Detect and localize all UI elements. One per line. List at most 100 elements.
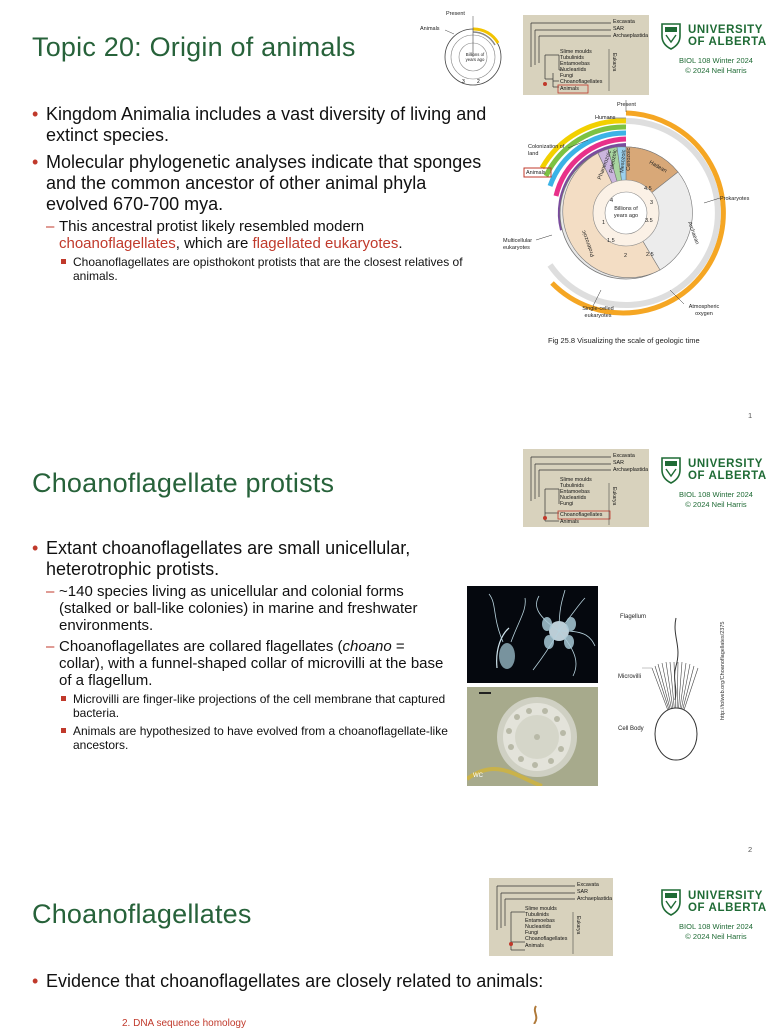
clock-prokaryotes: Prokaryotes [720,196,750,202]
tree-label-slime: Slime moulds [525,906,557,912]
tree-label-eukarya: Eukarya [575,916,581,935]
clock-present: Present [617,102,636,108]
university-logo: UNIVERSITY OF ALBERTA BIOL 108 Winter 20… [660,888,768,941]
clock-atmospheric: Atmospheric oxygen [688,304,720,317]
small-clock-present: Present [446,11,465,17]
course-copyright: © 2024 Neil Harris [685,932,747,941]
course-name: BIOL 108 Winter 2024 [679,922,753,931]
course-name: BIOL 108 Winter 2024 [679,490,753,499]
colony-sphere-graphic [467,687,598,786]
svg-text:3: 3 [462,79,465,85]
tree-label-tubulinids: Tubulinids [525,912,549,918]
slide2-bullets: Extant choanoflagellates are small unice… [32,538,452,758]
bullet: Extant choanoflagellates are small unice… [32,538,452,752]
logo-of-alberta: OF ALBERTA [688,470,767,482]
tree-label-excavata: Excavata [613,453,635,459]
tree-label-fungi: Fungi [525,930,539,936]
sub-bullets: This ancestral protist likely resembled … [46,218,487,283]
tree-label-tubulinids: Tubulinids [560,483,584,489]
colony-graphic [488,589,596,677]
slide3-bullets: Evidence that choanoflagellates are clos… [32,971,672,998]
diagram-credit: http://tolweb.org/Choanoflagellates/2375 [720,621,726,720]
tree-label-eukarya: Eukarya [611,53,617,72]
tree-label-slime: Slime moulds [560,49,592,55]
svg-text:2: 2 [477,79,480,85]
tree-label-archaeplastida: Archaeplastida [613,467,649,473]
tree-label-choano: Choanoflagellates [560,79,603,85]
choanoflagellate-photo-colony: WC [467,687,598,786]
slide1-bullets: Kingdom Animalia includes a vast diversi… [32,104,487,289]
tree-lines [530,456,611,525]
term-choano: choano [342,638,392,655]
bullet: Kingdom Animalia includes a vast diversi… [32,104,487,146]
logo-of-alberta: OF ALBERTA [688,36,767,48]
small-clock-graphic: 3 2 [444,16,502,86]
sub-sub-bullet: Microvilli are finger-like projections o… [59,692,452,720]
clock-single-celled: Single-celled eukaryotes [582,306,614,319]
slide-1: Topic 20: Origin of animals 3 2 Present … [0,0,768,430]
diagram-flagellum: Flagellum [620,614,647,620]
tree-label-animals: Animals [560,86,579,92]
bullet-text: Kingdom Animalia includes a vast diversi… [46,104,487,145]
tree-label-sar: SAR [613,26,624,32]
eon-cenozoic: Cenozoic [626,147,633,171]
tick-label: 3 [650,200,654,206]
tree-label-choano: Choanoflagellates [560,512,603,518]
tree-label-fungi: Fungi [560,501,574,507]
phylogeny-tree-thumbnail: Excavata SAR Archaeplastida Slime moulds… [523,15,649,95]
tree-label-entamoebas: Entamoebas [560,61,590,67]
slide-3: Choanoflagellates Excavata SAR Archaepla… [0,860,768,1029]
sub-bullet: Choanoflagellates are collared flagellat… [46,638,452,752]
tick-label: 1.5 [607,238,615,244]
clock-multicellular: Multicellular eukaryotes [503,238,533,251]
tree-label-fungi: Fungi [560,73,574,79]
clock-humans: Humans [595,115,616,121]
tree-label-tubulinids: Tubulinids [560,55,584,61]
sub-sub-bullet: Choanoflagellates are opisthokont protis… [59,255,487,283]
page-number: 1 [748,411,753,420]
clock-animals: Animals [526,170,546,176]
course-copyright: © 2024 Neil Harris [685,500,747,509]
sub-bullet: ~140 species living as unicellular and c… [46,583,452,634]
sub-sub-bullet: Animals are hypothesized to have evolved… [59,724,452,752]
tree-lines [530,22,611,94]
choanoflagellate-diagram: Flagellum Microvilli Cell Body [612,614,730,766]
slide-2: Choanoflagellate protists Excavata SAR A [0,430,768,860]
crest-icon [661,457,681,484]
clock-colonization: Colonization of land [528,144,565,157]
sub-bullets: ~140 species living as unicellular and c… [46,583,452,752]
organism-sketch-icon [533,1005,538,1024]
logo-of-alberta: OF ALBERTA [688,902,767,914]
tree-label-sar: SAR [613,460,624,466]
geologic-clock-figure: Present Humans Colonization of land Anim… [498,100,760,330]
term-choanoflagellates: choanoflagellates [59,235,176,252]
geologic-clock [523,100,726,316]
slide-title: Choanoflagellate protists [32,468,335,498]
logo-university: UNIVERSITY [688,458,764,470]
logo-university: UNIVERSITY [688,890,764,902]
tree-label-slime: Slime moulds [560,477,592,483]
tick-label: 3.5 [645,218,653,224]
diagram-microvilli: Microvilli [618,674,641,680]
term-flagellated-eukaryotes: flagellated eukaryotes [252,235,399,252]
tree-label-nucleariids: Nucleariids [525,924,552,930]
tree-label-entamoebas: Entamoebas [525,918,555,924]
university-logo: UNIVERSITY OF ALBERTA BIOL 108 Winter 20… [660,456,768,509]
tree-label-entamoebas: Entamoebas [560,489,590,495]
sub-sub-bullets: Choanoflagellates are opisthokont protis… [59,255,487,283]
tick-label: 2 [624,253,628,259]
tree-label-animals: Animals [525,943,544,949]
phylogeny-tree-thumbnail: Excavata SAR Archaeplastida Slime moulds… [489,878,613,956]
crest-icon [661,889,681,916]
small-clock-center: Billions of years ago [465,52,485,62]
tick-label: 2.5 [646,252,654,258]
bullet-text: Extant choanoflagellates are small unice… [46,538,411,579]
crest-icon [661,23,681,50]
university-logo: UNIVERSITY OF ALBERTA BIOL 108 Winter 20… [660,22,768,75]
bullet-text: Evidence that choanoflagellates are clos… [46,971,544,991]
photo-credit: WC [473,773,483,779]
slide-title: Topic 20: Origin of animals [32,32,356,62]
small-clock-animals: Animals [420,26,440,32]
phylogeny-tree-thumbnail: Excavata SAR Archaeplastida Slime moulds… [523,449,649,527]
tick-label: 4 [610,198,614,204]
